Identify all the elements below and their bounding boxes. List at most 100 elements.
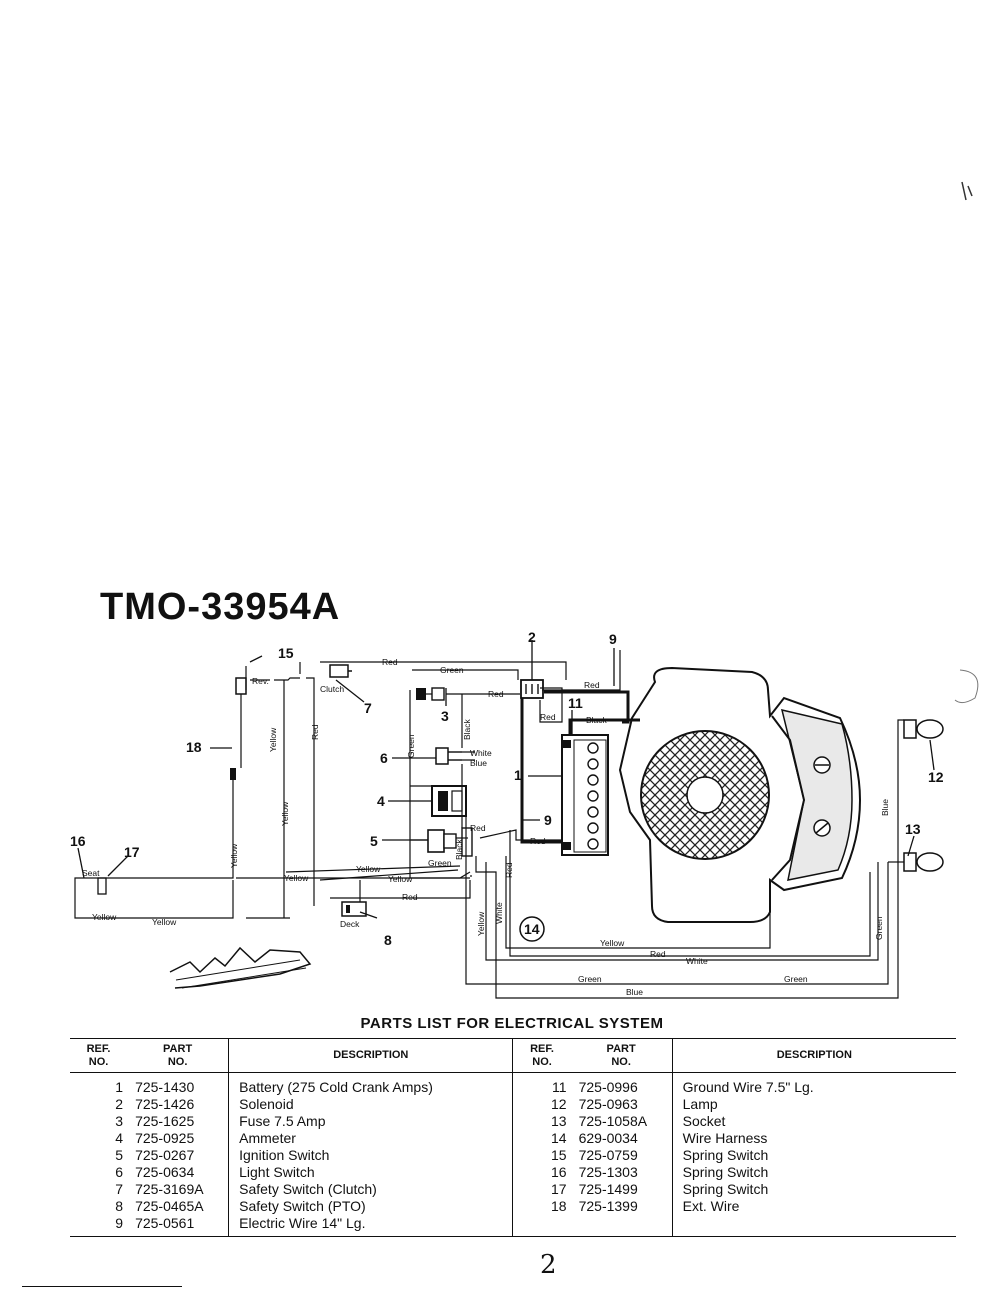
- page-number: 2: [540, 1250, 557, 1280]
- label-white-vert: White: [494, 902, 504, 924]
- label-blue-vert: Blue: [880, 799, 890, 816]
- callout-16: 16: [70, 833, 86, 849]
- label-yellow-vert2: Yellow: [280, 801, 290, 826]
- fuse: [416, 687, 445, 701]
- ammeter: [431, 785, 467, 817]
- label-black-vert: Black: [462, 718, 472, 740]
- ext-wire-connector: [230, 768, 236, 780]
- wiring: [74, 650, 904, 999]
- callout-11: 11: [568, 695, 583, 711]
- callout-3: 3: [441, 708, 449, 724]
- label-white-harness: White: [686, 956, 708, 966]
- label-green-vert: Green: [406, 734, 416, 758]
- leader-lines: [77, 640, 935, 919]
- label-red-battery: Red: [530, 836, 546, 846]
- label-black-vert2: Black: [454, 838, 464, 860]
- handwritten-note: [169, 946, 312, 989]
- label-red-fuse: Red: [488, 689, 504, 699]
- lamp: [903, 852, 944, 872]
- callout-8: 8: [384, 932, 392, 948]
- clutch-switch: [329, 664, 352, 678]
- callout-9: 9: [609, 631, 617, 647]
- callout-4: 4: [377, 793, 385, 809]
- callout-18: 18: [186, 739, 202, 755]
- label-green-harness2: Green: [784, 974, 808, 984]
- battery: [561, 734, 609, 856]
- label-blue-switch: Blue: [470, 758, 487, 768]
- label-white-switch: White: [470, 748, 492, 758]
- label-black-ground: Black: [586, 715, 608, 725]
- handwritten-note: [175, 959, 307, 989]
- label-yellow-harness: Yellow: [600, 938, 625, 948]
- label-seat: Seat: [82, 868, 100, 878]
- label-yellow-seat: Yellow: [92, 912, 117, 922]
- engine: [618, 666, 862, 923]
- label-green-harness: Green: [578, 974, 602, 984]
- light-switch: [435, 747, 462, 765]
- callout-14: 14: [524, 921, 540, 937]
- label-red-harness: Red: [650, 949, 666, 959]
- header-ref-right: REF.NO.: [512, 1037, 571, 1074]
- label-clutch: Clutch: [320, 684, 344, 694]
- label-red-mid: Red: [470, 823, 486, 833]
- seat-switch: [97, 877, 107, 895]
- harness-callout-circle: [519, 916, 545, 942]
- stray-mark: [954, 669, 979, 704]
- wiring-diagram: 1 2 3 4 5 6 7 8 9 9 11 12 13 14 15 16 17…: [70, 181, 979, 999]
- callout-5: 5: [370, 833, 378, 849]
- stray-mark: [961, 181, 973, 201]
- header-ref: REF.NO.: [70, 1037, 128, 1074]
- callout-7: 7: [364, 700, 372, 716]
- callout-2: 2: [528, 629, 536, 645]
- model-number: TMO-33954A: [100, 586, 341, 628]
- label-yellow-vert4: Yellow: [476, 911, 486, 936]
- solenoid: [520, 679, 544, 699]
- reverse-switch: [235, 677, 247, 695]
- label-red-deck: Red: [402, 892, 418, 902]
- callout-15: 15: [278, 645, 294, 661]
- callout-17: 17: [124, 844, 140, 860]
- label-yellow-mid: Yellow: [356, 864, 381, 874]
- label-red-top: Red: [382, 657, 398, 667]
- label-blue-harness: Blue: [626, 987, 643, 997]
- label-red-solenoid: Red: [540, 712, 556, 722]
- label-deck: Deck: [340, 919, 360, 929]
- callout-1: 1: [514, 767, 522, 783]
- label-yellow-seat2: Yellow: [152, 917, 177, 927]
- callout-12: 12: [928, 769, 944, 785]
- callout-13: 13: [905, 821, 921, 837]
- label-rev: Rev.: [252, 676, 269, 686]
- footer-rule: [22, 1286, 182, 1287]
- header-description: DESCRIPTION: [228, 1037, 513, 1074]
- label-red-vert: Red: [310, 724, 320, 740]
- label-yellow-low: Yellow: [388, 874, 413, 884]
- label-yellow-vert: Yellow: [268, 727, 278, 752]
- label-red-nine: Red: [584, 680, 600, 690]
- ignition-switch: [427, 827, 473, 857]
- label-green-top: Green: [440, 665, 464, 675]
- label-yellow-left: Yellow: [284, 873, 309, 883]
- lamp: [903, 719, 944, 739]
- label-red-vert2: Red: [504, 862, 514, 878]
- heavy-wiring: [520, 690, 640, 844]
- header-description-right: DESCRIPTION: [671, 1037, 956, 1074]
- callout-9b: 9: [544, 812, 552, 828]
- parts-list-title: PARTS LIST FOR ELECTRICAL SYSTEM: [360, 1015, 664, 1032]
- deck-switch: [341, 901, 367, 917]
- label-yellow-vert3: Yellow: [229, 843, 239, 868]
- callout-6: 6: [380, 750, 388, 766]
- label-green-ign: Green: [428, 858, 452, 868]
